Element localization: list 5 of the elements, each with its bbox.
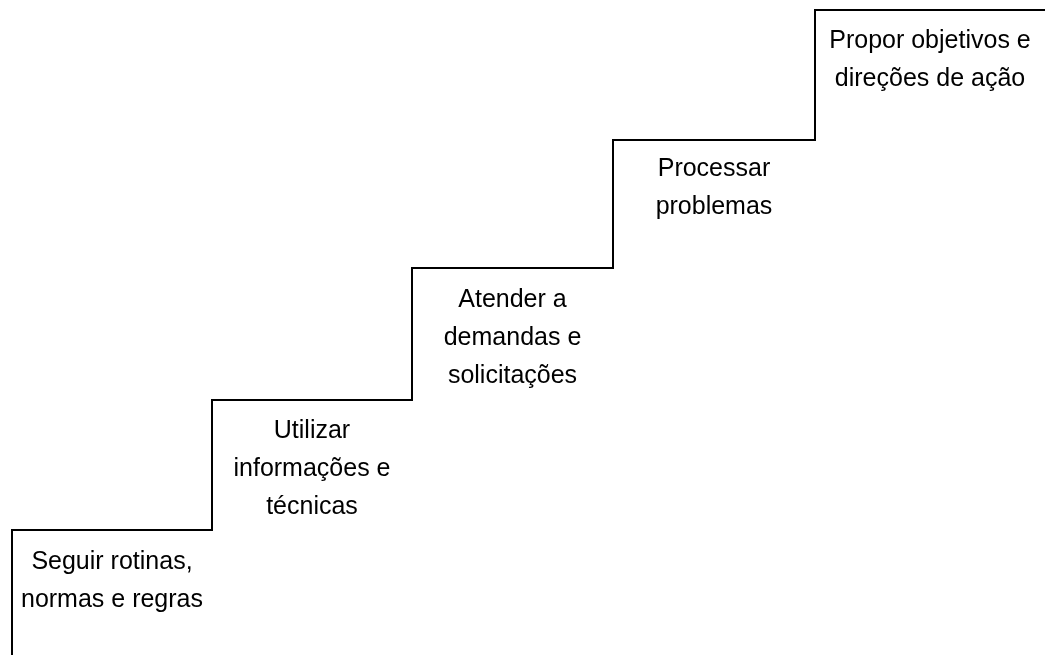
step-label: Atender a demandas e solicitações — [442, 283, 583, 390]
step-label: Propor objetivos e direções de ação — [828, 24, 1032, 93]
step-label: Processar problemas — [654, 152, 774, 221]
step-label: Seguir rotinas, normas e regras — [20, 545, 204, 614]
step-label: Utilizar informações e técnicas — [232, 414, 392, 521]
